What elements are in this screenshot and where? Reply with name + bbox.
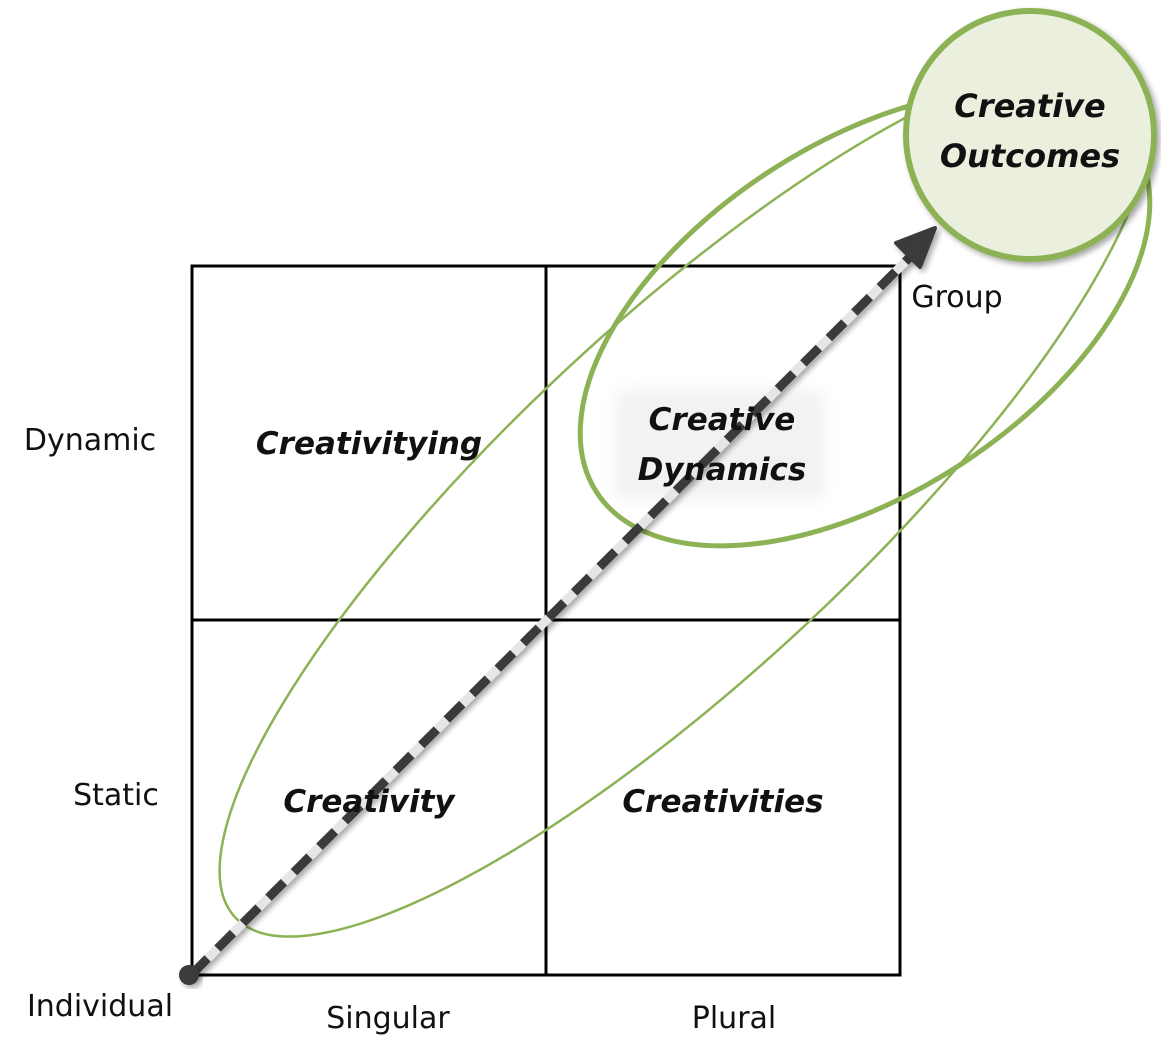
arrow-head [894, 226, 937, 269]
axis-label-singular: Singular [326, 1001, 450, 1036]
arrow-shaft-dashes [188, 251, 916, 978]
outcomes-circle [903, 8, 1157, 262]
axis-label-dynamic: Dynamic [24, 423, 156, 458]
axis-label-individual: Individual [27, 989, 173, 1024]
individual-to-group-arrow [179, 226, 937, 985]
origin-dot [179, 965, 199, 985]
cell-label-creativitying: Creativitying [256, 426, 482, 462]
cell-label-creativities: Creativities [622, 784, 823, 820]
outcomes-label-line1: Creative [954, 87, 1105, 125]
cell-label-creative-dynamics-line1: Creative [649, 402, 796, 438]
axis-label-static: Static [73, 778, 159, 813]
cell-label-creative-dynamics-line2: Dynamics [638, 452, 807, 488]
outcomes-label-line2: Outcomes [940, 137, 1120, 175]
axis-label-group: Group [911, 280, 1002, 315]
cell-label-creativity: Creativity [283, 784, 456, 820]
axis-label-plural: Plural [692, 1001, 777, 1036]
